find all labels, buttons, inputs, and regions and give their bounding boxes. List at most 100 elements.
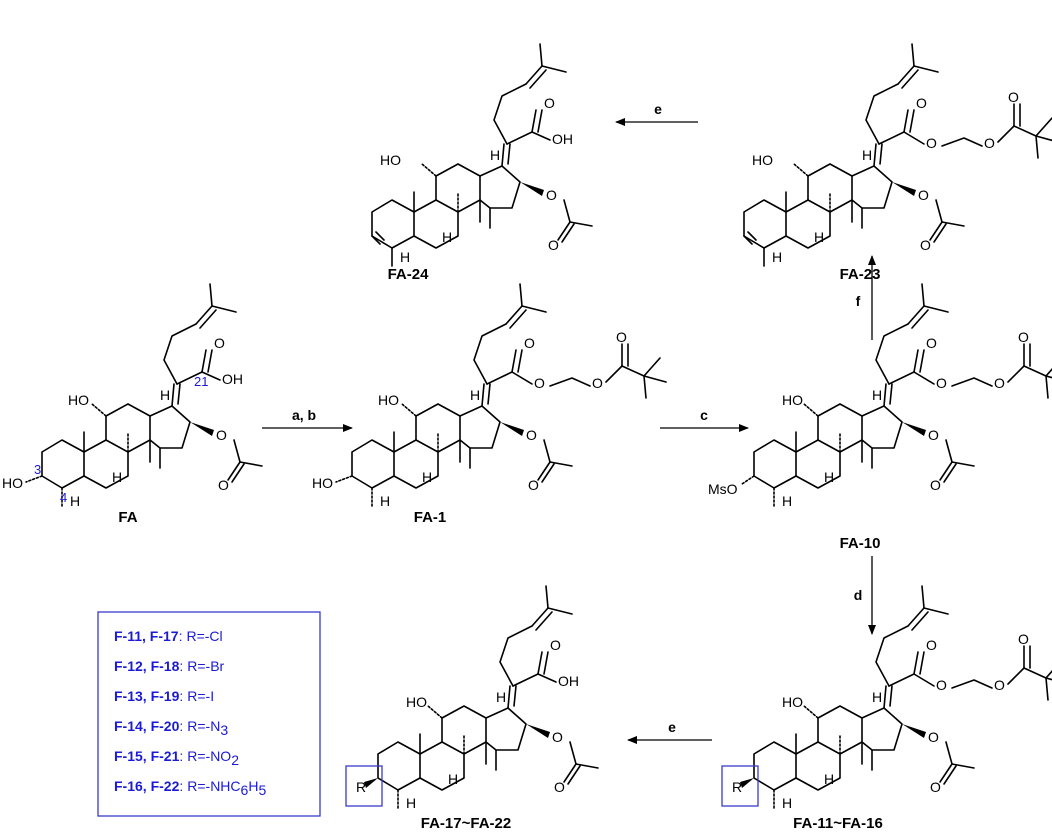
ester-o-label: O: [918, 187, 929, 203]
legend-frame: [97, 611, 321, 817]
ester-o-label: O: [994, 677, 1005, 693]
ester-o-label: O: [994, 375, 1005, 391]
legend-row: F-11, F-17:R=-Cl: [114, 628, 223, 644]
h-label: H: [422, 469, 432, 485]
hydroxyl-3-label: HO: [312, 475, 333, 491]
compound-label-fa-11-16: FA-11~FA-16: [793, 815, 883, 832]
h-label: H: [862, 147, 872, 163]
structure-fa-24: HO O OH O O H H H: [371, 43, 593, 267]
hydroxyl-label: HO: [782, 694, 803, 710]
substituent-box: [721, 765, 759, 807]
ester-o-label: O: [984, 135, 995, 151]
legend-row: F-15, F-21:R=-NO2: [114, 748, 239, 768]
acid-oh-label: OH: [552, 131, 573, 147]
acetyl-o-label: O: [930, 477, 941, 493]
h-label: H: [160, 387, 170, 403]
r-group-label: R: [356, 779, 366, 795]
acetyl-o-label: O: [930, 779, 941, 795]
structure-fa: HO HO O OH O O H H H 3 4 21: [2, 283, 263, 509]
structure-fa-1: HO HO O O O O O O H H H: [312, 283, 667, 509]
h-label: H: [772, 249, 782, 265]
hydroxyl-label: HO: [406, 694, 427, 710]
ester-o-label: O: [546, 187, 557, 203]
hydroxyl-label: HO: [378, 392, 399, 408]
structure-fa-23: HO O O O O O O H H H: [743, 43, 1052, 267]
carbonyl-o-label: O: [616, 329, 627, 345]
ester-o-label: O: [534, 375, 545, 391]
ester-o-label: O: [936, 375, 947, 391]
acetyl-o-label: O: [554, 779, 565, 795]
carbonyl-o-label: O: [1018, 631, 1029, 647]
legend-row: F-16, F-22:R=-NHC6H5: [114, 778, 266, 798]
acetyl-o-label: O: [548, 237, 559, 253]
compound-label-fa-24: FA-24: [388, 266, 430, 283]
condition-e-top: e: [654, 101, 662, 117]
h-label: H: [824, 771, 834, 787]
hydroxyl-label: HO: [782, 392, 803, 408]
condition-e-bottom: e: [668, 719, 676, 735]
ester-o-label: O: [936, 677, 947, 693]
carbonyl-o-label: O: [544, 95, 555, 111]
h-label: H: [824, 469, 834, 485]
h-label: H: [872, 689, 882, 705]
mesylate-label: MsO: [708, 481, 738, 497]
compound-label-fa-10: FA-10: [840, 535, 881, 552]
carbonyl-o-label: O: [550, 637, 561, 653]
structure-fa-10: HO MsO O O O O O O H H H: [708, 283, 1052, 509]
ester-o-label: O: [926, 135, 937, 151]
h-label: H: [112, 469, 122, 485]
compound-label-fa-17-22: FA-17~FA-22: [421, 815, 511, 832]
h-label: H: [442, 229, 452, 245]
h-label: H: [380, 493, 390, 509]
h-label: H: [70, 493, 80, 509]
substituent-box: [345, 765, 383, 807]
ester-o-label: O: [526, 427, 537, 443]
numbering-c21: 21: [194, 374, 208, 389]
numbering-c3: 3: [34, 462, 41, 477]
legend-row: F-13, F-19:R=-I: [114, 688, 214, 704]
h-label: H: [782, 795, 792, 811]
ester-o-label: O: [592, 375, 603, 391]
compound-label-fa-1: FA-1: [414, 509, 447, 526]
ester-o-label: O: [928, 729, 939, 745]
carbonyl-o-label: O: [214, 335, 225, 351]
h-label: H: [400, 249, 410, 265]
h-label: H: [814, 229, 824, 245]
acid-oh-label: OH: [222, 371, 243, 387]
substituent-legend: F-11, F-17:R=-Cl F-12, F-18:R=-Br F-13, …: [97, 611, 321, 817]
h-label: H: [406, 795, 416, 811]
h-label: H: [872, 387, 882, 403]
carbonyl-o-label: O: [926, 637, 937, 653]
hydroxyl-3-label: HO: [2, 475, 23, 491]
carbonyl-o-label: O: [926, 335, 937, 351]
acetyl-o-label: O: [920, 237, 931, 253]
structure-fa-11-16: R HO O O O O O O H H H: [721, 585, 1052, 811]
r-group-label: R: [732, 779, 742, 795]
h-label: H: [448, 771, 458, 787]
carbonyl-o-label: O: [1018, 329, 1029, 345]
h-label: H: [490, 147, 500, 163]
carbonyl-o-label: O: [916, 95, 927, 111]
numbering-c4: 4: [60, 490, 67, 505]
condition-c: c: [700, 407, 708, 423]
acid-oh-label: OH: [558, 673, 579, 689]
ester-o-label: O: [552, 729, 563, 745]
compound-label-fa: FA: [118, 509, 137, 526]
ester-o-label: O: [928, 427, 939, 443]
condition-ab: a, b: [292, 407, 316, 423]
condition-f: f: [856, 293, 861, 309]
hydroxyl-label: HO: [380, 152, 401, 168]
condition-d: d: [854, 587, 863, 603]
legend-row: F-12, F-18:R=-Br: [114, 658, 225, 674]
h-label: H: [470, 387, 480, 403]
compound-label-fa-23: FA-23: [840, 266, 881, 283]
acetyl-o-label: O: [218, 477, 229, 493]
carbonyl-o-label: O: [524, 335, 535, 351]
hydroxyl-label: HO: [68, 392, 89, 408]
carbonyl-o-label: O: [1008, 89, 1019, 105]
acetyl-o-label: O: [528, 477, 539, 493]
h-label: H: [496, 689, 506, 705]
legend-row: F-14, F-20:R=-N3: [114, 718, 228, 738]
structure-fa-17-22: R HO O OH O O H H H: [345, 585, 599, 811]
